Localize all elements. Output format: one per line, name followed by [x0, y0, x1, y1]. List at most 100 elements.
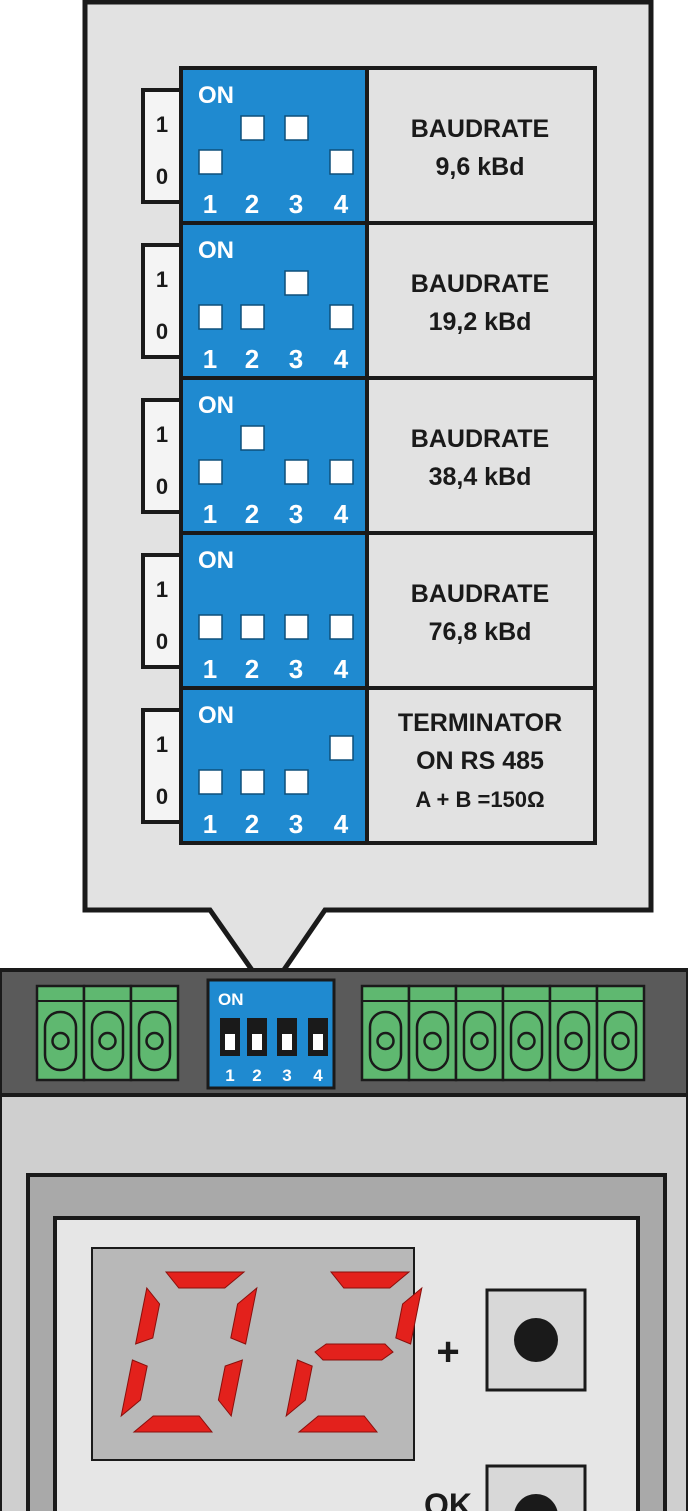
screw-head-icon: [423, 1031, 442, 1051]
switch-number: 1: [203, 499, 217, 529]
ok-button-knob[interactable]: [514, 1494, 558, 1511]
switch-number: 3: [289, 344, 303, 374]
switch-number: 1: [203, 344, 217, 374]
screw-head-icon: [564, 1031, 583, 1051]
on-label: ON: [198, 82, 234, 109]
terminal-screw[interactable]: [548, 984, 599, 1082]
scale-low-label: 0: [156, 784, 168, 809]
on-label: ON: [198, 547, 234, 574]
switch-number: 4: [334, 344, 349, 374]
segment-g: [314, 1343, 394, 1361]
terminal-screw-slot: [415, 1010, 450, 1072]
device-dip-lever-knob: [313, 1034, 323, 1050]
switch-number: 4: [334, 809, 349, 839]
terminal-screw-slot: [368, 1010, 403, 1072]
terminal-screw[interactable]: [595, 984, 646, 1082]
scale-low-label: 0: [156, 474, 168, 499]
scale-box: [141, 553, 183, 669]
terminal-screw-slot: [137, 1010, 172, 1072]
device-dip-number: 3: [282, 1066, 291, 1085]
dip-lever-off[interactable]: [198, 769, 223, 795]
dip-lever-off[interactable]: [329, 304, 354, 330]
switch-number: 4: [334, 654, 349, 684]
dip-lever-on[interactable]: [240, 425, 265, 451]
scale-low-label: 0: [156, 319, 168, 344]
segment-e: [285, 1359, 313, 1418]
switch-number: 3: [289, 809, 303, 839]
terminal-screw[interactable]: [129, 984, 180, 1082]
dip-switch-block: [179, 686, 369, 845]
terminal-screw[interactable]: [407, 984, 458, 1082]
terminal-screw[interactable]: [360, 984, 411, 1082]
terminal-screw-slot: [43, 1010, 78, 1072]
dip-lever-off[interactable]: [284, 769, 309, 795]
display-area: 02: [91, 1247, 423, 1461]
screw-head-icon: [376, 1031, 395, 1051]
dip-lever-off[interactable]: [284, 614, 309, 640]
scale-high-label: 1: [156, 267, 168, 292]
ok-button[interactable]: [485, 1464, 587, 1511]
dip-lever-off[interactable]: [198, 304, 223, 330]
terminal-block-left: [35, 984, 180, 1082]
device-dip-on-label: ON: [218, 990, 244, 1009]
switch-number: 4: [334, 499, 349, 529]
setting-description-line: ON RS 485: [416, 747, 544, 775]
dip-lever-off[interactable]: [329, 149, 354, 175]
setting-description-line: 9,6 kBd: [436, 153, 525, 181]
switch-number: 2: [245, 499, 259, 529]
dip-lever-on[interactable]: [284, 270, 309, 296]
segment-b: [230, 1286, 258, 1345]
dip-lever-off[interactable]: [198, 614, 223, 640]
setting-description-cell: [365, 221, 597, 380]
setting-description-line: BAUDRATE: [411, 580, 549, 608]
segment-c: [217, 1359, 244, 1418]
terminal-screw[interactable]: [82, 984, 133, 1082]
dip-lever-on[interactable]: [329, 735, 354, 761]
on-label: ON: [198, 237, 234, 264]
dip-lever-off[interactable]: [284, 459, 309, 485]
dip-lever-off[interactable]: [240, 614, 265, 640]
terminal-screw-slot: [556, 1010, 591, 1072]
plus-button[interactable]: [485, 1288, 587, 1392]
terminal-screw[interactable]: [501, 984, 552, 1082]
switch-number: 2: [245, 344, 259, 374]
device-dip-number: 2: [252, 1066, 261, 1085]
setting-description-line: 76,8 kBd: [429, 618, 532, 646]
dip-lever-on[interactable]: [284, 115, 309, 141]
switch-number: 4: [334, 189, 349, 219]
setting-description-line: TERMINATOR: [398, 709, 562, 737]
setting-description-cell: [365, 376, 597, 535]
ok-label: OK: [424, 1487, 472, 1511]
dip-lever-on[interactable]: [240, 115, 265, 141]
setting-description-cell: [365, 686, 597, 845]
dip-lever-off[interactable]: [329, 459, 354, 485]
terminal-screw-slot: [90, 1010, 125, 1072]
segment-d: [297, 1415, 379, 1433]
terminal-screw[interactable]: [454, 984, 505, 1082]
dip-lever-off[interactable]: [240, 304, 265, 330]
switch-number: 1: [203, 809, 217, 839]
setting-description-cell: [365, 531, 597, 690]
dip-lever-off[interactable]: [240, 769, 265, 795]
dip-switch-block: [179, 221, 369, 380]
terminal-screw[interactable]: [35, 984, 86, 1082]
scale-low-label: 0: [156, 629, 168, 654]
switch-number: 2: [245, 809, 259, 839]
segment-f: [134, 1286, 161, 1345]
setting-description-line: 19,2 kBd: [429, 308, 532, 336]
switch-number: 2: [245, 189, 259, 219]
dip-lever-off[interactable]: [198, 459, 223, 485]
terminal-screw-slot: [462, 1010, 497, 1072]
segment-b: [395, 1286, 423, 1345]
setting-description-line: BAUDRATE: [411, 115, 549, 143]
screw-head-icon: [98, 1031, 117, 1051]
plus-button-knob[interactable]: [514, 1318, 558, 1362]
dip-lever-off[interactable]: [329, 614, 354, 640]
setting-description-line: A + B =150Ω: [415, 787, 544, 812]
terminal-screw-slot: [603, 1010, 638, 1072]
segment-a: [329, 1271, 411, 1289]
dip-lever-off[interactable]: [198, 149, 223, 175]
